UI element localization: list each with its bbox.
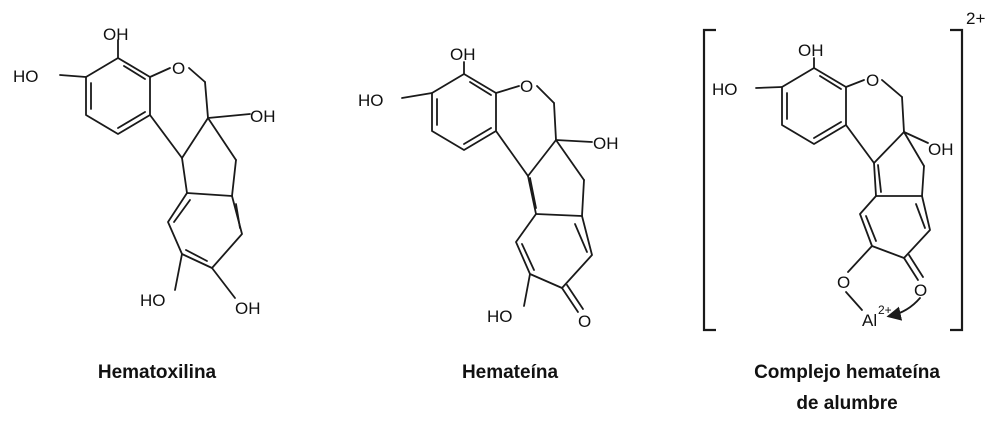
caption-hematoxilina: Hematoxilina (98, 362, 217, 383)
complex-charge: 2+ (966, 9, 985, 28)
right-bracket (950, 28, 964, 332)
atom-label-oh-right: OH (928, 140, 954, 159)
atom-label-oh-top: OH (798, 41, 824, 60)
hematoxilina-bonds (59, 39, 251, 299)
atom-label-o-chelate-right: O (914, 281, 927, 300)
atom-label-oh-right: OH (250, 107, 276, 126)
atom-label-oh-top: OH (103, 25, 129, 44)
atom-label-metal-charge: 2+ (878, 303, 892, 317)
atom-label-ho-bottom: HO (140, 291, 166, 310)
caption-complejo-line2: de alumbre (796, 393, 897, 414)
atom-label-ho-left: HO (13, 67, 39, 86)
complejo-bonds (755, 57, 931, 321)
atom-label-oh-right: OH (593, 134, 619, 153)
molecule-complejo: 2+ (702, 9, 985, 414)
molecule-hematoxilina: OH HO O OH HO OH Hematoxilina (13, 25, 276, 383)
atom-label-o-ring: O (520, 77, 533, 96)
atom-label-o-ring: O (866, 71, 879, 90)
atom-label-o-chelate-left: O (837, 273, 850, 292)
atom-label-ho-bottom: HO (487, 307, 513, 326)
atom-label-oh-top: OH (450, 45, 476, 64)
caption-complejo-line1: Complejo hemateína (754, 362, 940, 383)
atom-label-o-ring: O (172, 59, 185, 78)
left-bracket (702, 28, 716, 332)
atom-label-ho-left: HO (358, 91, 384, 110)
hemateina-bonds (401, 61, 593, 313)
atom-label-oh-bottom: OH (235, 299, 261, 318)
atom-label-metal: Al (862, 311, 877, 330)
molecule-hemateina: OH HO O OH HO O Hemateína (358, 45, 619, 383)
atom-label-ho-left: HO (712, 80, 738, 99)
caption-hemateina: Hemateína (462, 362, 559, 383)
atom-label-o-keto: O (578, 312, 591, 331)
